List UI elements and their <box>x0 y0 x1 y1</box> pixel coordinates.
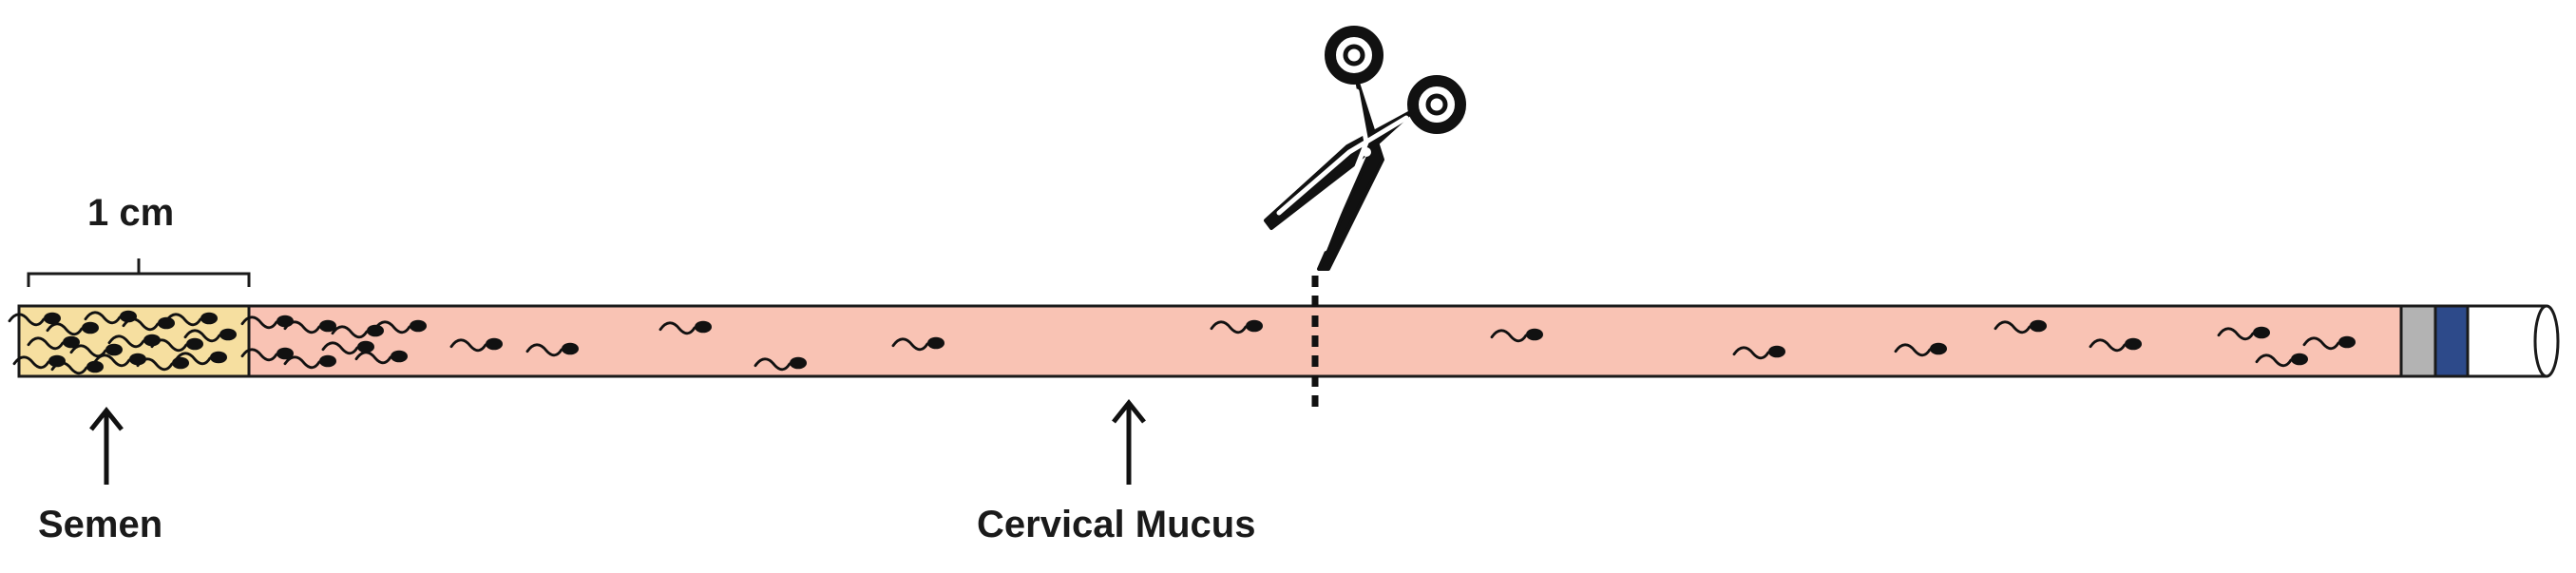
scissors-icon <box>1264 26 1466 271</box>
gray-cap <box>2399 304 2437 378</box>
tube-opening <box>2533 304 2560 378</box>
arrow-up-icon <box>1112 398 1146 485</box>
arrow-up-icon <box>89 406 124 485</box>
scale-label: 1 cm <box>87 192 175 234</box>
cervical-mucus-label: Cervical Mucus <box>977 504 1256 545</box>
blue-cap <box>2433 304 2470 378</box>
cervical-mucus-segment <box>247 304 2403 378</box>
semen-label: Semen <box>38 504 163 545</box>
scale-bracket <box>27 258 251 287</box>
empty-tube-end <box>2468 304 2547 378</box>
